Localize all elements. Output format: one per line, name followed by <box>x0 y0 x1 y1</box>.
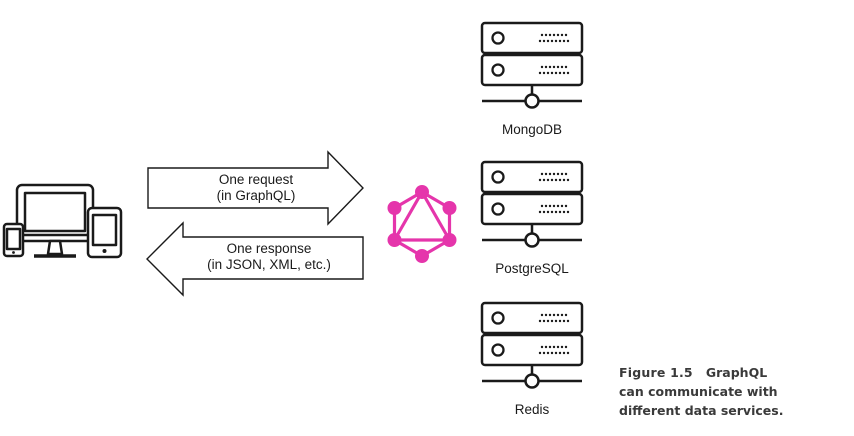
devices-icon <box>2 183 123 259</box>
response-label: One response (in JSON, XML, etc.) <box>185 241 353 273</box>
server-icon <box>482 303 582 388</box>
response-arrow <box>146 221 364 297</box>
server-label-mongodb: MongoDB <box>501 122 563 137</box>
server-label-postgresql: PostgreSQL <box>495 261 569 276</box>
server-icon <box>482 162 582 247</box>
request-line1: One request <box>218 172 294 187</box>
figure-caption: Figure 1.5 GraphQL can communicate with … <box>619 363 839 420</box>
request-label: One request (in GraphQL) <box>200 172 312 204</box>
server-label-redis: Redis <box>514 402 550 417</box>
caption-line2: can communicate with <box>619 384 778 399</box>
graphql-logo-icon <box>387 185 457 263</box>
caption-line1: GraphQL <box>705 365 768 380</box>
server-icon <box>482 23 582 108</box>
request-line2: (in GraphQL) <box>216 188 296 203</box>
request-arrow <box>147 150 364 226</box>
figure-number: Figure 1.5 <box>619 365 693 380</box>
response-line2: (in JSON, XML, etc.) <box>207 257 331 272</box>
caption-line3: different data services. <box>619 403 784 418</box>
response-line1: One response <box>226 241 312 256</box>
